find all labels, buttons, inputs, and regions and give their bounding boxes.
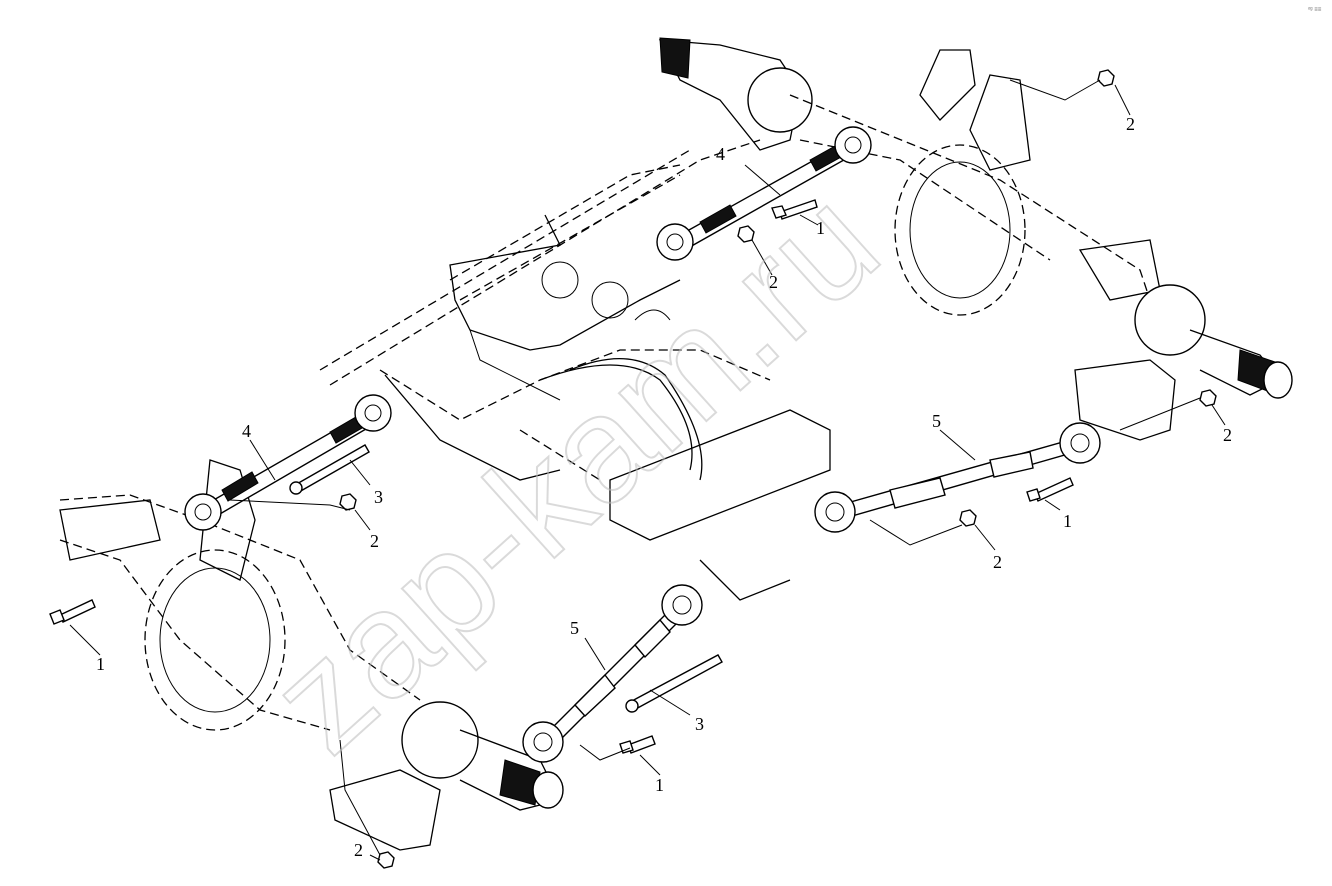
callout-1-upper: 1 bbox=[816, 218, 825, 238]
callout-2-far-right: 2 bbox=[1223, 425, 1232, 445]
callout-3-lower: 3 bbox=[695, 714, 704, 734]
reaction-rod-lower bbox=[184, 394, 392, 531]
bolt-front-left bbox=[49, 599, 96, 625]
lateral-rod-left bbox=[522, 584, 703, 763]
callout-2-top-right: 2 bbox=[1126, 114, 1135, 134]
bolt-right bbox=[1026, 477, 1074, 502]
callout-3-left: 3 bbox=[374, 487, 383, 507]
callout-1-lower: 1 bbox=[655, 775, 664, 795]
callout-4-upper: 4 bbox=[716, 144, 725, 164]
front-axle bbox=[59, 459, 564, 851]
chassis-frame bbox=[319, 139, 831, 601]
nut-group bbox=[339, 69, 1217, 869]
bolt-lower bbox=[619, 735, 656, 754]
callout-1-left: 1 bbox=[96, 654, 105, 674]
pin-lower bbox=[625, 654, 723, 713]
watermark: zap-kam.ru bbox=[239, 157, 909, 784]
reaction-rod-upper bbox=[656, 126, 872, 261]
leader-lines bbox=[69, 79, 1226, 861]
corner-mark: ᵒᵍ ≡≡ bbox=[1308, 7, 1322, 13]
bolt-upper bbox=[771, 199, 818, 220]
callout-2-left: 2 bbox=[370, 531, 379, 551]
callout-2-right: 2 bbox=[993, 552, 1002, 572]
callout-1-right: 1 bbox=[1063, 511, 1072, 531]
callout-4-lower: 4 bbox=[242, 421, 251, 441]
pin-left bbox=[289, 444, 370, 495]
lateral-rod-right bbox=[814, 422, 1101, 533]
callout-5-lower: 5 bbox=[570, 618, 579, 638]
callout-5-right: 5 bbox=[932, 411, 941, 431]
callout-2-upper: 2 bbox=[769, 272, 778, 292]
callout-2-bottom: 2 bbox=[354, 840, 363, 860]
